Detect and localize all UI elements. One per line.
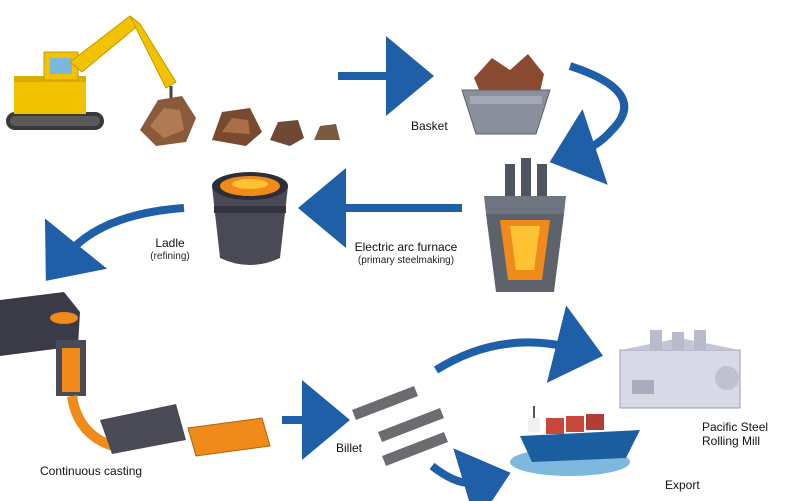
caster-icon	[0, 292, 271, 457]
casting-label: Continuous casting	[40, 464, 143, 478]
ladle-label-group: Ladle (refining)	[143, 236, 197, 264]
ship-icon	[510, 406, 640, 476]
arrow-to-furnace	[549, 62, 629, 185]
arrow-to-mill	[433, 305, 604, 383]
billet-label: Billet	[336, 441, 363, 455]
ladle-sublabel: (refining)	[150, 251, 190, 262]
basket-label: Basket	[411, 119, 448, 133]
mill-label-group: Pacific Steel Rolling Mill	[702, 420, 768, 448]
mill-label-line1: Pacific Steel	[702, 420, 769, 434]
furnace-icon	[484, 158, 566, 292]
arrow-to-export	[429, 448, 511, 501]
ladle-icon	[212, 172, 288, 265]
furnace-label-group: Electric arc furnace (primary steelmakin…	[340, 240, 472, 268]
basket-icon	[461, 54, 551, 135]
furnace-sublabel: (primary steelmaking)	[357, 255, 455, 266]
export-label: Export	[665, 478, 700, 492]
flow-arrows	[44, 36, 629, 501]
billet-icon	[352, 386, 448, 466]
furnace-label: Electric arc furnace	[354, 240, 458, 254]
excavator-icon	[6, 15, 177, 130]
scrap-metal-icon	[140, 96, 340, 146]
arrow-to-caster	[44, 204, 185, 281]
factory-icon	[619, 330, 741, 409]
mill-label-line2: Rolling Mill	[702, 434, 761, 448]
ladle-label: Ladle	[155, 236, 185, 250]
